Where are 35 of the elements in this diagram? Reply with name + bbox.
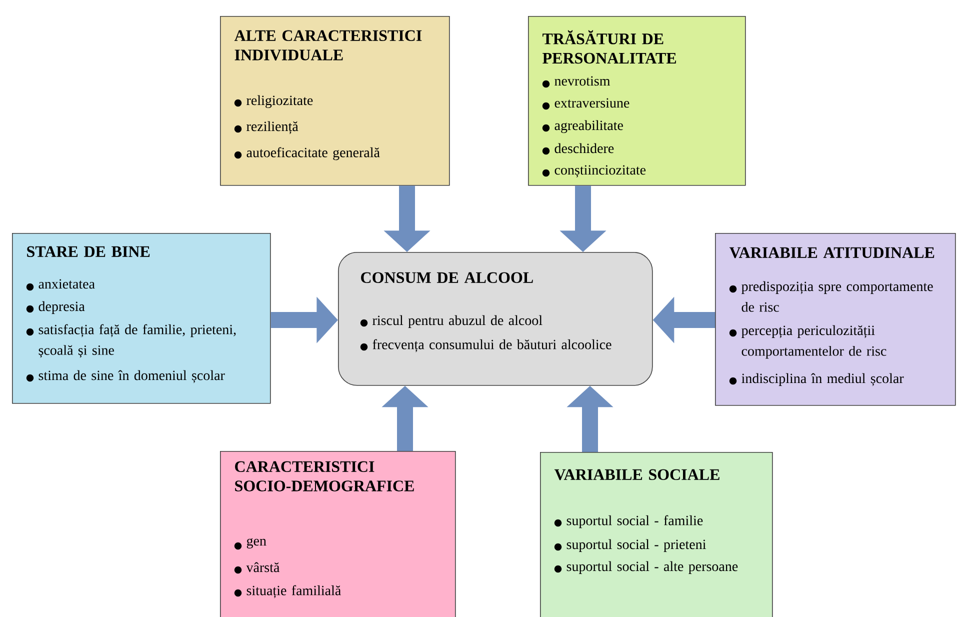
bullet-item: depresia: [26, 301, 85, 314]
category-box: [715, 233, 956, 406]
bullet-item: indisciplina în mediul școlar: [729, 373, 904, 386]
bullet-item: suportul social - alte persoane: [554, 561, 738, 574]
bullet-item: suportul social - familie: [554, 515, 703, 528]
bullet-item: reziliență: [234, 121, 298, 134]
bullet-item: anxietatea: [26, 279, 95, 291]
bullet-item: conștiinciozitate: [542, 165, 646, 178]
box-heading: CONSUM DE ALCOOL: [361, 272, 533, 283]
bullet-item: gen: [234, 538, 266, 550]
bullet-item: frecvența consumului de băuturi alcoolice: [360, 339, 612, 352]
bullet-item: extraversiune: [542, 98, 630, 110]
bullet-item: stima de sine în domeniul școlar: [26, 370, 225, 383]
box-heading: VARIABILE ATITUDINALE: [729, 247, 934, 258]
category-box: [12, 233, 271, 404]
category-box: [220, 451, 456, 617]
bullet-item: nevrotism: [542, 76, 610, 88]
category-box: [540, 452, 773, 617]
box-heading: VARIABILE SOCIALE: [554, 469, 720, 480]
bullet-item: vârstă: [234, 562, 280, 574]
box-heading: TRĂSĂTURI DE PERSONALITATE: [542, 30, 676, 64]
bullet-item: autoeficacitate generală: [234, 147, 380, 160]
bullet-item: agreabilitate: [542, 120, 623, 133]
bullet-item: percepția periculozității comportamentelor de risc: [729, 325, 886, 359]
box-heading: ALTE CARACTERISTICI INDIVIDUALE: [234, 30, 422, 60]
bullet-item: riscul pentru abuzul de alcool: [360, 315, 542, 328]
box-heading: STARE DE BINE: [27, 246, 150, 257]
central-box: [338, 252, 653, 386]
bullet-item: suportul social - prieteni: [554, 539, 706, 552]
bullet-item: religiozitate: [234, 95, 313, 108]
category-box: [528, 16, 746, 186]
bullet-item: deschidere: [542, 143, 614, 155]
category-box: [220, 16, 450, 186]
bullet-item: situație familială: [234, 585, 341, 598]
box-heading: CARACTERISTICI SOCIO-DEMOGRAFICE: [235, 461, 414, 492]
